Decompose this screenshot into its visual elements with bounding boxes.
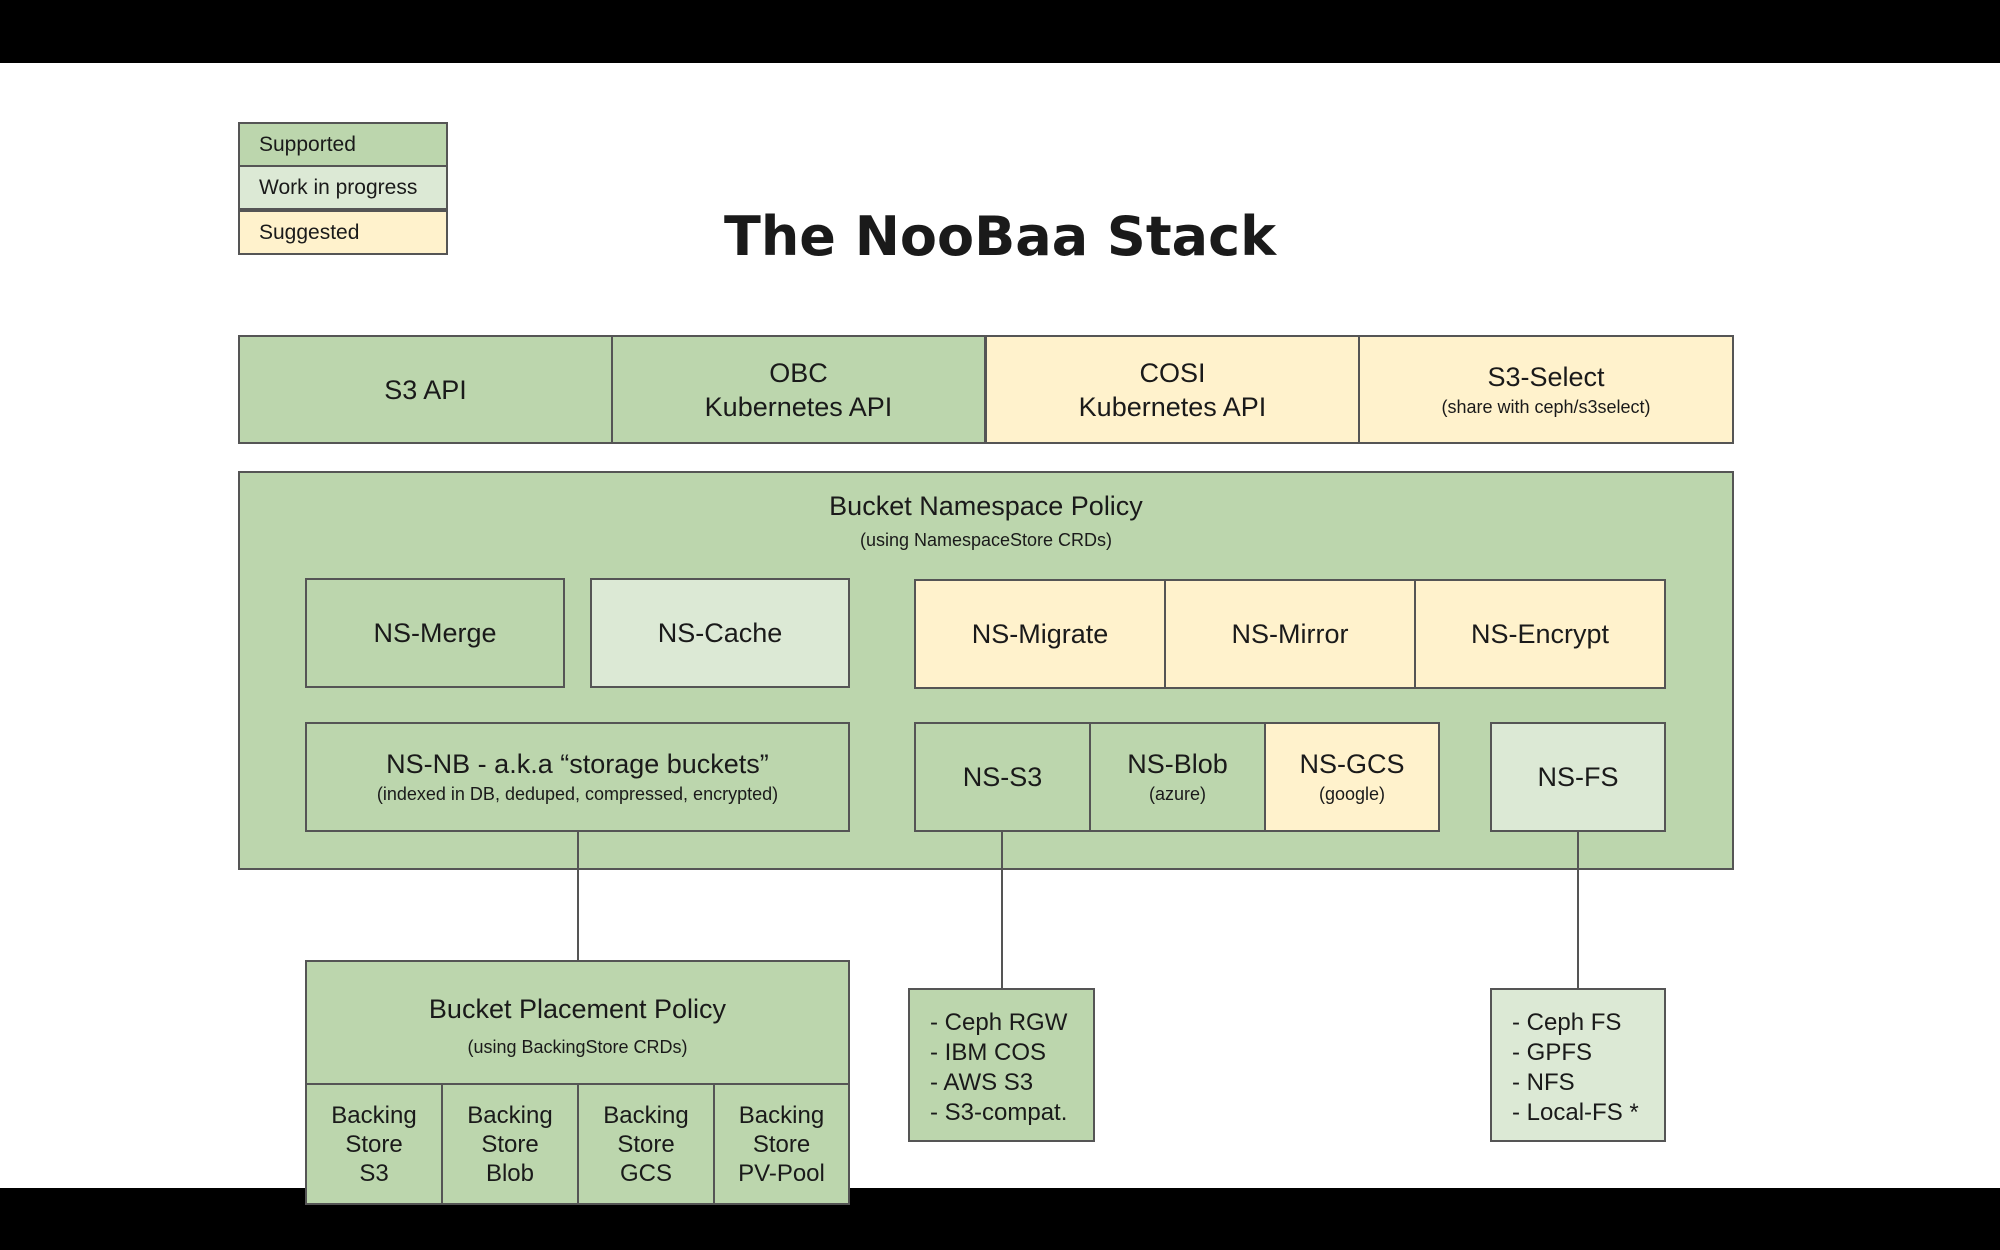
obc-api-box: OBC Kubernetes API (611, 335, 986, 444)
ns-migrate-box: NS-Migrate (914, 579, 1166, 689)
obc-k8s-label: Kubernetes API (704, 391, 893, 422)
legend-wip-label: Work in progress (259, 175, 418, 199)
fs-target-item: - NFS (1512, 1069, 1575, 1096)
legend-suggested: Suggested (238, 210, 448, 255)
backing-store-pv-line1: Backing (738, 1101, 825, 1129)
backing-store-gcs: Backing Store GCS (577, 1083, 715, 1205)
s3-target-item: - Ceph RGW (930, 1009, 1068, 1036)
backing-store-gcs-line1: Backing (603, 1101, 689, 1129)
s3-target-item: - S3-compat. (930, 1099, 1068, 1126)
ns-s3-label: NS-S3 (962, 762, 1043, 792)
backing-store-blob-line3: Blob (485, 1159, 535, 1187)
placement-policy-box: Bucket Placement Policy (using BackingSt… (305, 960, 850, 1085)
ns-s3-box: NS-S3 (914, 722, 1091, 832)
fs-target-item: - GPFS (1512, 1039, 1593, 1066)
ns-gcs-label: NS-GCS (1299, 749, 1405, 779)
backing-store-pv-line3: PV-Pool (738, 1159, 825, 1187)
fs-target-item: - Ceph FS (1512, 1009, 1622, 1036)
legend-supported: Supported (238, 122, 448, 167)
ns-mirror-box: NS-Mirror (1164, 579, 1416, 689)
cosi-label: COSI (1139, 357, 1206, 388)
ns-migrate-label: NS-Migrate (971, 619, 1109, 649)
legend-work-in-progress: Work in progress (238, 165, 448, 210)
legend-supported-label: Supported (259, 132, 356, 156)
s3-select-note: (share with ceph/s3select) (1441, 396, 1651, 417)
ns-fs-connector (1577, 831, 1579, 990)
legend-suggested-label: Suggested (259, 220, 360, 244)
placement-policy-title: Bucket Placement Policy (428, 993, 727, 1024)
ns-blob-note: (azure) (1148, 784, 1206, 804)
ns-gcs-note: (google) (1318, 784, 1386, 804)
ns-nb-label: NS-NB - a.k.a “storage buckets” (386, 749, 769, 779)
ns-mirror-label: NS-Mirror (1231, 619, 1349, 649)
ns-s3-connector (1001, 831, 1003, 990)
ns-cache-label: NS-Cache (657, 618, 783, 648)
s3-api-label: S3 API (384, 374, 467, 405)
s3-target-item: - AWS S3 (930, 1069, 1034, 1096)
ns-merge-label: NS-Merge (373, 618, 497, 648)
backing-store-s3-line2: Store (345, 1130, 403, 1158)
cosi-k8s-label: Kubernetes API (1078, 391, 1267, 422)
diagram-title: The NooBaa Stack (724, 205, 1276, 268)
backing-store-s3-line3: S3 (359, 1159, 389, 1187)
namespace-policy-note: (using NamespaceStore CRDs) (859, 530, 1113, 550)
cosi-api-box: COSI Kubernetes API (985, 335, 1360, 444)
ns-encrypt-label: NS-Encrypt (1470, 619, 1610, 649)
placement-policy-note: (using BackingStore CRDs) (467, 1036, 688, 1057)
backing-store-blob-line1: Backing (467, 1101, 553, 1129)
obc-label: OBC (769, 357, 828, 388)
ns-fs-label: NS-FS (1537, 762, 1619, 792)
backing-store-gcs-line2: Store (617, 1130, 675, 1158)
ns-nb-connector (577, 831, 579, 962)
backing-store-pv-line2: Store (752, 1130, 811, 1158)
backing-store-blob-line2: Store (481, 1130, 539, 1158)
backing-store-s3: Backing Store S3 (305, 1083, 443, 1205)
backing-store-gcs-line3: GCS (619, 1159, 672, 1187)
ns-encrypt-box: NS-Encrypt (1414, 579, 1666, 689)
ns-nb-note: (indexed in DB, deduped, compressed, enc… (376, 784, 779, 804)
ns-gcs-box: NS-GCS (google) (1264, 722, 1440, 832)
ns-cache-box: NS-Cache (590, 578, 850, 688)
namespace-policy-title: Bucket Namespace Policy (829, 491, 1143, 521)
backing-store-blob: Backing Store Blob (441, 1083, 579, 1205)
backing-store-pv-pool: Backing Store PV-Pool (713, 1083, 850, 1205)
fs-target-item: - Local-FS * (1512, 1099, 1639, 1126)
ns-nb-box: NS-NB - a.k.a “storage buckets” (indexed… (305, 722, 850, 832)
ns-merge-box: NS-Merge (305, 578, 565, 688)
ns-blob-label: NS-Blob (1127, 749, 1228, 779)
ns-fs-box: NS-FS (1490, 722, 1666, 832)
slide: Supported Work in progress Suggested The… (0, 63, 2000, 1205)
s3-target-item: - IBM COS (930, 1039, 1047, 1066)
fs-targets-box: - Ceph FS - GPFS - NFS - Local-FS * (1490, 988, 1666, 1142)
s3-api-box: S3 API (238, 335, 613, 444)
s3-targets-box: - Ceph RGW - IBM COS - AWS S3 - S3-compa… (908, 988, 1095, 1142)
ns-blob-box: NS-Blob (azure) (1089, 722, 1266, 832)
backing-store-s3-line1: Backing (331, 1101, 417, 1129)
s3-select-label: S3-Select (1487, 361, 1605, 392)
s3-select-box: S3-Select (share with ceph/s3select) (1358, 335, 1734, 444)
